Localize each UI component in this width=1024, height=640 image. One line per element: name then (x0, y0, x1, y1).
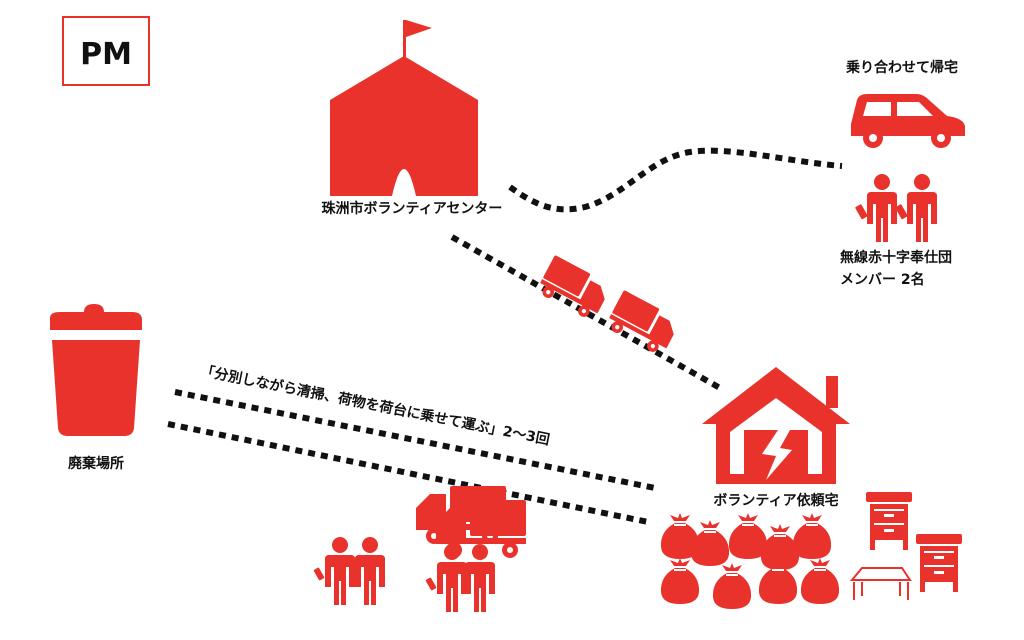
pm-badge-text: PM (80, 37, 132, 72)
carpool-label: 乗り合わせて帰宅 (845, 59, 958, 76)
volunteer-center-label: 珠洲市ボランティアセンター (322, 200, 503, 217)
garbage-bag-icon (791, 512, 833, 560)
person-icon (355, 537, 385, 605)
truck-icon (416, 486, 526, 558)
disposal-label: 廃棄場所 (68, 455, 124, 472)
members-pair-bottom-left (313, 537, 385, 605)
person-icon (325, 537, 355, 605)
tent-icon (330, 20, 478, 196)
car-icon (851, 94, 965, 148)
person-icon (437, 544, 467, 612)
radio-icon (855, 204, 908, 220)
drawer-icon (866, 492, 962, 592)
route-disposal-lower (167, 421, 649, 525)
members-pair-bottom-right (425, 544, 495, 612)
radio-icon (425, 577, 437, 591)
damaged-house-icon (702, 367, 850, 484)
request-house-label: ボランティア依頼宅 (713, 492, 838, 509)
table-icon (849, 567, 912, 600)
trash-can-icon (50, 304, 142, 436)
members-label-line2: メンバー 2名 (840, 271, 925, 288)
person-icon (465, 544, 495, 612)
members-pair-top (855, 174, 937, 242)
pm-badge: PM (62, 16, 150, 86)
truck-icon (535, 255, 682, 358)
route-disposal-upper (174, 389, 656, 491)
route-lines (167, 147, 843, 525)
garbage-bag-icon (711, 562, 753, 610)
person-icon (867, 174, 897, 242)
route-center-to-carpool (508, 147, 843, 213)
garbage-bag-icon (799, 557, 841, 605)
person-icon (907, 174, 937, 242)
garbage-bag-icon (659, 557, 701, 605)
garbage-bags (659, 512, 841, 610)
members-label-line1: 無線赤十字奉仕団 (840, 249, 952, 266)
radio-icon (313, 567, 325, 581)
garbage-bag-icon (689, 519, 731, 567)
